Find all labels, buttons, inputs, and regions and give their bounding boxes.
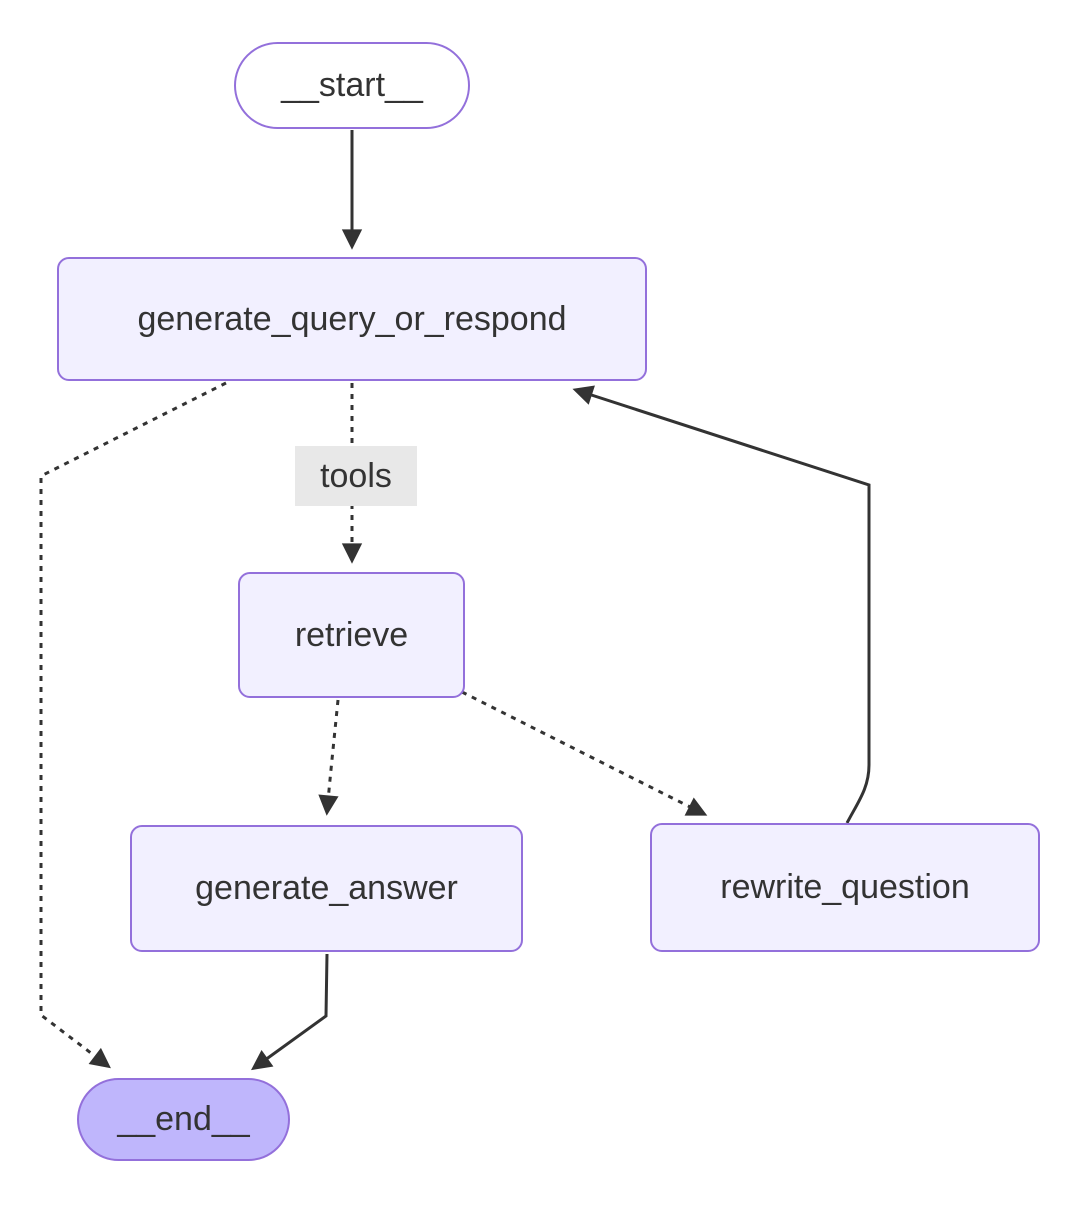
edge-generate-query-or-respond-to-end bbox=[39, 381, 227, 1069]
node-generate-answer-label: generate_answer bbox=[195, 869, 458, 907]
node-end-label: __end__ bbox=[117, 1100, 250, 1138]
edge-label-tools: tools bbox=[295, 446, 417, 506]
node-rewrite-question-label: rewrite_question bbox=[720, 868, 970, 906]
edge-label-tools-text: tools bbox=[320, 456, 392, 495]
edge-generate-answer-to-end bbox=[250, 953, 329, 1071]
node-end: __end__ bbox=[77, 1078, 290, 1161]
edge-rewrite-question-to-generate-query-or-respond bbox=[572, 385, 871, 824]
edge-retrieve-to-rewrite-question bbox=[461, 690, 708, 816]
node-retrieve-label: retrieve bbox=[294, 615, 409, 654]
node-rewrite-question: rewrite_question bbox=[650, 823, 1040, 952]
edge-retrieve-to-generate-answer bbox=[318, 699, 340, 816]
node-start-label: __start__ bbox=[281, 66, 423, 104]
node-retrieve: retrieve bbox=[238, 572, 465, 698]
node-generate-query-or-respond-label: generate_query_or_respond bbox=[137, 299, 567, 338]
node-start: __start__ bbox=[234, 42, 470, 129]
node-generate-query-or-respond: generate_query_or_respond bbox=[57, 257, 647, 381]
node-generate-answer: generate_answer bbox=[130, 825, 523, 952]
